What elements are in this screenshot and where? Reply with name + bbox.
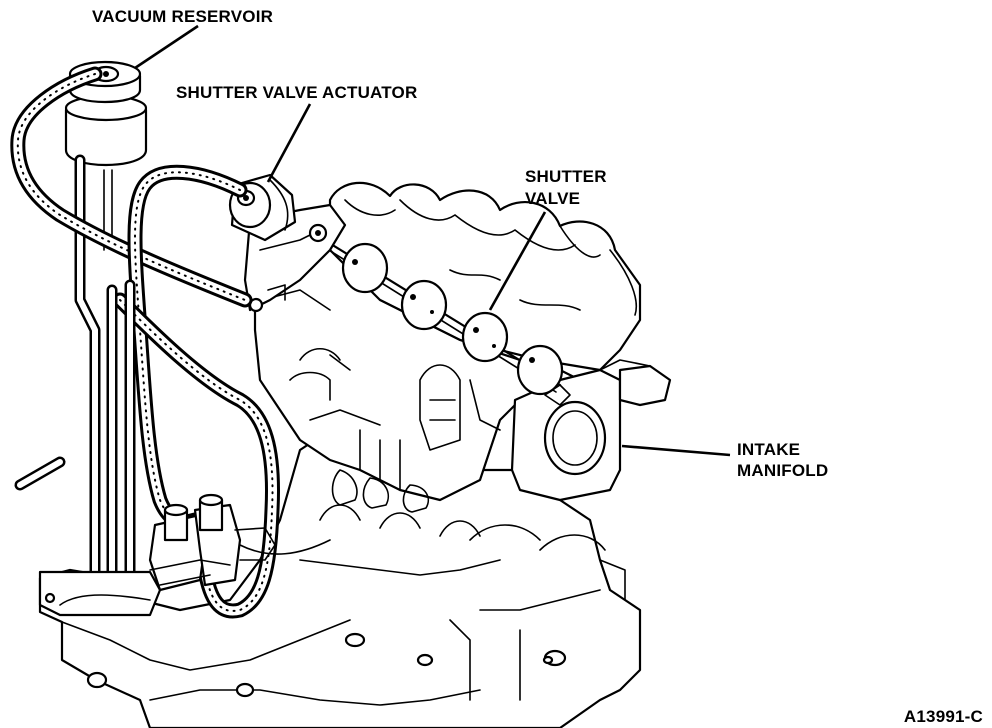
shutter-valve-actuator <box>228 173 297 242</box>
label-intake-manifold-line2: MANIFOLD <box>737 461 828 480</box>
shutter-valve-plate-4 <box>516 344 564 396</box>
leader-vacuum-reservoir <box>134 24 199 70</box>
label-shutter-valve-actuator: SHUTTER VALVE ACTUATOR <box>176 83 417 102</box>
shutter-valve-plate-1 <box>341 242 389 294</box>
label-shutter-valve-line2: VALVE <box>525 189 580 208</box>
upper-manifold-runners <box>328 181 642 372</box>
leader-shutter-valve-actuator <box>266 103 312 183</box>
shutter-valve-assembly <box>298 223 564 396</box>
label-vacuum-reservoir: VACUUM RESERVOIR <box>92 7 273 26</box>
shutter-valve-plate-3 <box>461 311 509 363</box>
label-intake-manifold-line1: INTAKE <box>737 440 800 459</box>
labels: VACUUM RESERVOIR SHUTTER VALVE ACTUATOR … <box>92 7 983 726</box>
vacuum-solenoid <box>38 493 331 617</box>
leader-lines <box>134 24 731 457</box>
vacuum-hoses <box>10 66 280 619</box>
figure-id: A13991-C <box>904 707 983 726</box>
label-shutter-valve-line1: SHUTTER <box>525 167 607 186</box>
leader-intake-manifold <box>621 444 731 457</box>
leader-shutter-valve <box>488 211 547 311</box>
shutter-valve-plate-2 <box>400 279 448 331</box>
throttle-body-flange <box>510 359 672 502</box>
